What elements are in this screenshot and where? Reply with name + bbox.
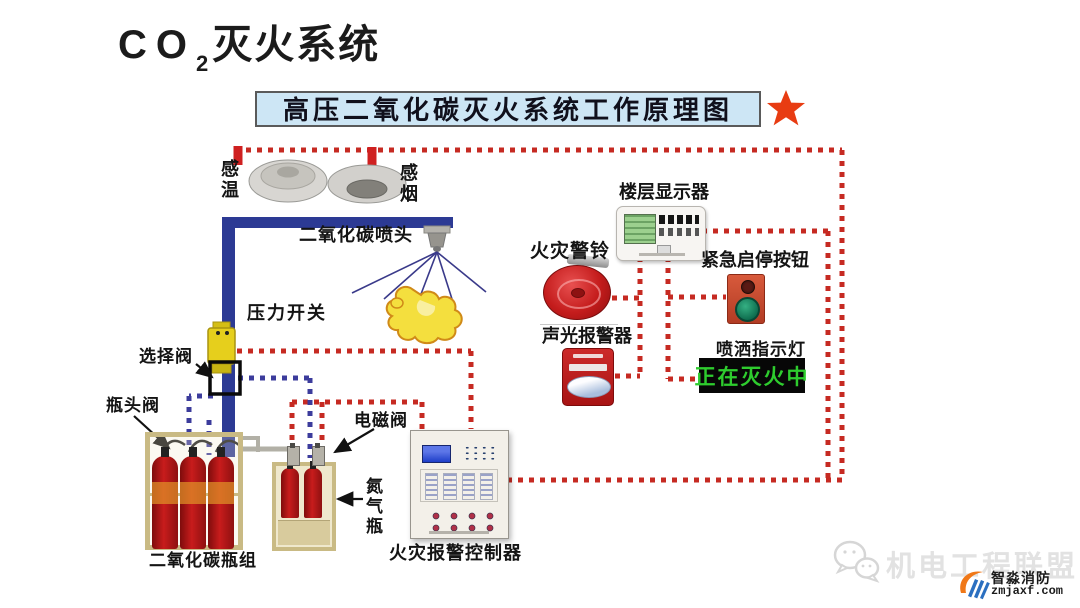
controller-screen <box>422 445 451 463</box>
fire-alarm-controller-device <box>410 430 509 539</box>
label-fire-bell: 火灾警铃 <box>530 241 611 262</box>
pressure-switch-icon <box>207 321 236 374</box>
co2-cylinder <box>152 447 178 549</box>
page-title-subscript: 2 <box>196 51 209 76</box>
label-pressure-switch: 压力开关 <box>247 303 327 323</box>
logo-brand-text: 智淼消防 <box>991 570 1051 586</box>
solenoid-valve-arrow <box>333 428 375 454</box>
divider-line <box>540 324 618 325</box>
logo-site-text: zmjaxf.com <box>991 584 1064 598</box>
frame-plaque <box>278 520 330 545</box>
indicator-strip <box>443 473 457 500</box>
label-solenoid-valve: 电磁阀 <box>354 411 408 430</box>
selector-valve-arrow <box>195 361 214 379</box>
watermark-text: 机电工程联盟 <box>886 551 1079 583</box>
controller-keypad <box>463 445 499 462</box>
label-heat-detector: 感温 <box>221 159 239 201</box>
page-title-suffix: 灭火系统 <box>212 23 381 67</box>
floor-display-device <box>616 206 706 261</box>
nitrogen-cylinder <box>281 461 299 518</box>
label-nitrogen-bottle: 氮气瓶 <box>366 477 383 537</box>
indicator-strip <box>425 473 439 500</box>
sound-light-alarm-device <box>562 348 614 406</box>
bell-hub <box>571 288 585 298</box>
star-icon <box>767 90 805 126</box>
label-co2-nozzle: 二氧化碳喷头 <box>299 225 413 245</box>
strobe-text-strip <box>569 364 607 371</box>
floor-display-buttons-row1 <box>659 215 699 224</box>
label-selector-valve: 选择阀 <box>139 347 193 366</box>
solenoid-valve-device <box>287 443 300 466</box>
emergency-button-device <box>727 274 765 324</box>
spray-indicator-sign-text: 正在灭火中 <box>694 364 810 389</box>
floor-display-lcd <box>624 214 656 244</box>
controller-nameplate <box>429 531 489 534</box>
flame-icon <box>385 285 463 345</box>
bell-ring <box>557 279 601 309</box>
label-emergency-button: 紧急启停按钮 <box>701 250 809 270</box>
pipe-beam <box>222 217 453 228</box>
emergency-button-green <box>735 297 760 322</box>
co2-cylinder <box>208 447 234 549</box>
alarm-signal-lines <box>235 147 845 483</box>
controller-buttons <box>423 508 497 532</box>
controller-indicator-panel <box>420 469 498 502</box>
floor-display-buttons-row2 <box>659 228 699 236</box>
floor-display-nameplate <box>639 253 685 256</box>
label-sound-light-alarm: 声光报警器 <box>542 326 632 346</box>
fire-bell-device <box>543 253 613 322</box>
heat-detector-icon <box>248 159 328 203</box>
diagram-title-box: 高压二氧化碳灭火系统工作原理图 <box>255 91 761 127</box>
smoke-detector-icon <box>327 164 407 204</box>
label-fire-alarm-controller: 火灾报警控制器 <box>389 543 522 563</box>
emergency-button-indicator <box>741 280 755 294</box>
co2-cylinder <box>180 447 206 549</box>
co2-nozzle-icon <box>423 225 451 252</box>
indicator-strip <box>479 473 493 500</box>
nitrogen-cylinder <box>304 461 322 518</box>
solenoid-valve-device <box>312 443 325 466</box>
strobe-lens <box>567 376 611 398</box>
label-bottle-head-valve: 瓶头阀 <box>106 396 160 415</box>
page-title-co: CO <box>118 23 196 67</box>
zmjaxf-logo-icon <box>960 571 990 600</box>
spray-indicator-sign: 正在灭火中 <box>695 358 808 393</box>
label-floor-display: 楼层显示器 <box>619 182 709 202</box>
indicator-strip <box>461 473 475 500</box>
label-co2-bottle-group: 二氧化碳瓶组 <box>149 551 257 570</box>
strobe-label-strip <box>573 354 603 358</box>
wechat-icon <box>833 540 880 583</box>
pneumatic-control-lines <box>186 375 313 458</box>
label-smoke-detector: 感烟 <box>400 163 418 205</box>
label-spray-indicator: 喷洒指示灯 <box>716 340 806 359</box>
